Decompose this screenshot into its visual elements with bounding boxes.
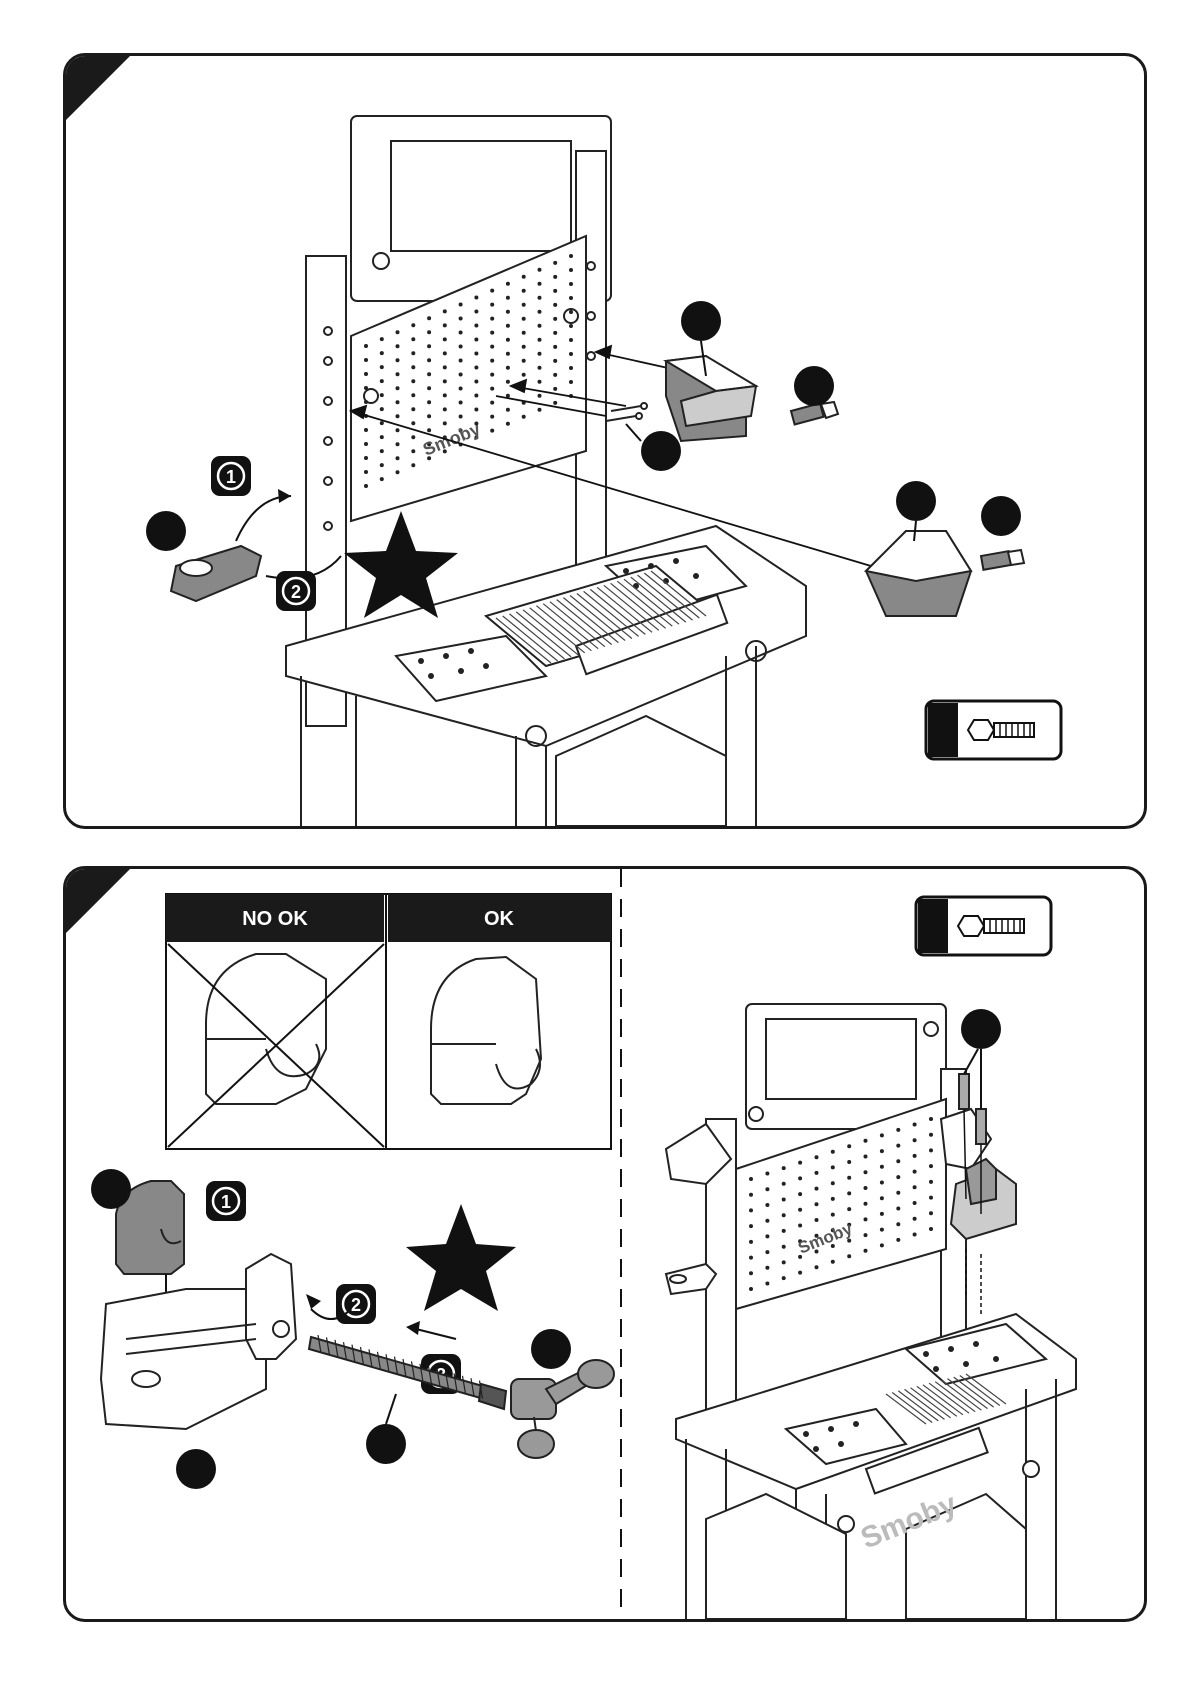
star-icon (406, 1204, 516, 1311)
step-badge-1: 1 (206, 1181, 246, 1221)
side-hook-part (171, 546, 261, 601)
step-badge-1-label: 1 (226, 467, 236, 487)
ok-label: OK (484, 908, 515, 930)
no-ok-label: NO OK (242, 908, 308, 930)
step-badge-1-label: 1 (221, 1192, 231, 1212)
step-badge-2: 2 (336, 1284, 376, 1324)
part-marker (794, 366, 834, 406)
screw-icon (958, 916, 1024, 936)
vise-jaw-correct (431, 957, 541, 1104)
assembly-step-panel-1: Smoby 1 2 (63, 53, 1147, 829)
screw-part (981, 550, 1024, 570)
part-marker (146, 511, 186, 551)
part-marker (366, 1424, 406, 1464)
workbench-illustration-1: Smoby 1 2 (66, 56, 1144, 826)
step-badge-2-label: 2 (351, 1295, 361, 1315)
tool-required-box (926, 701, 1061, 759)
vise-handle-part (511, 1360, 614, 1458)
screw-icon (968, 720, 1034, 740)
vise-base-part (101, 1254, 296, 1429)
step-badge-2-label: 2 (291, 582, 301, 602)
part-marker (91, 1169, 131, 1209)
tool-tray-small (666, 356, 756, 441)
vise-jaw-incorrect (206, 954, 326, 1104)
comparison-table: NO OK OK (166, 894, 611, 1149)
vise-assembly-illustration: NO OK OK (66, 869, 1144, 1619)
tool-tray-large (866, 531, 971, 616)
threaded-rod-part (309, 1337, 506, 1409)
assembly-step-panel-2: NO OK OK (63, 866, 1147, 1622)
part-marker (681, 301, 721, 341)
part-marker (531, 1329, 571, 1369)
part-marker (176, 1449, 216, 1489)
part-marker (896, 481, 936, 521)
part-marker (961, 1009, 1001, 1049)
part-marker (981, 496, 1021, 536)
tool-required-box (916, 897, 1051, 955)
part-marker (641, 431, 681, 471)
